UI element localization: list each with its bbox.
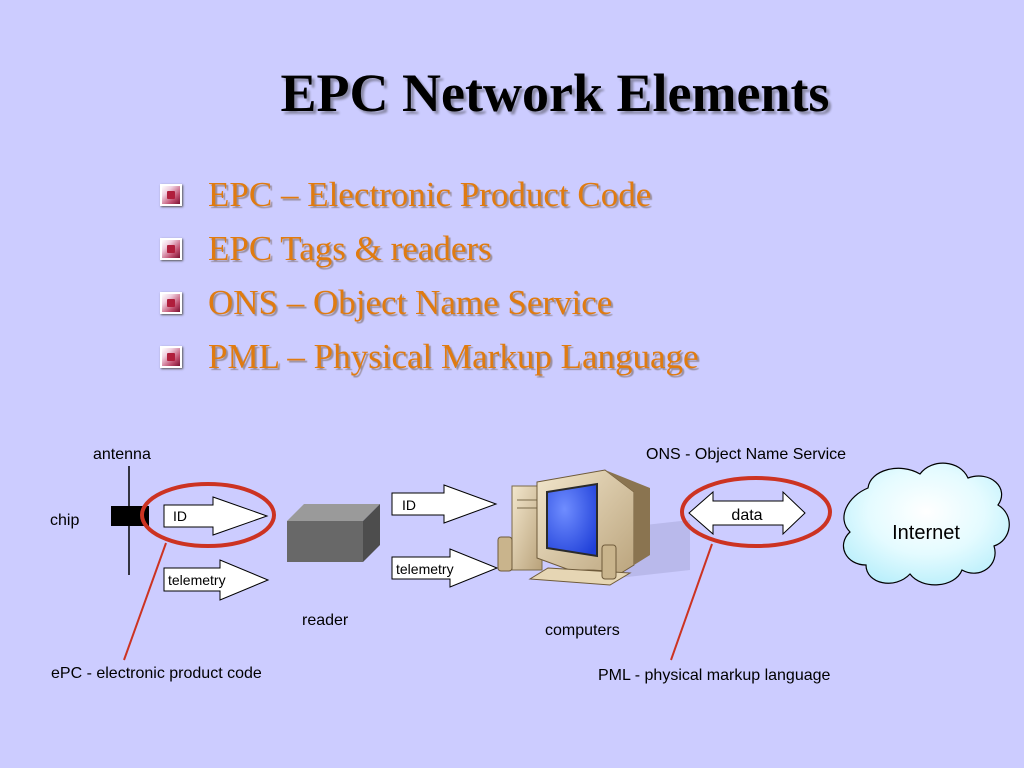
internet-label: Internet xyxy=(892,522,960,544)
square-bullet-icon xyxy=(160,292,182,314)
square-bullet-icon xyxy=(160,238,182,260)
pml-callout-text: PML - physical markup language xyxy=(598,667,831,684)
bullet-item: PML – Physical Markup Language xyxy=(160,330,699,384)
reader-telemetry-label: telemetry xyxy=(396,561,454,577)
data-double-arrow: data xyxy=(688,490,806,536)
bullet-item: EPC Tags & readers xyxy=(160,222,699,276)
square-bullet-icon xyxy=(160,184,182,206)
bullet-text: ONS – Object Name Service xyxy=(208,283,613,322)
reader-id-arrow: ID xyxy=(391,484,498,524)
chip-label: chip xyxy=(50,512,79,529)
slide-title: EPC Network Elements xyxy=(280,63,830,123)
bullet-text: EPC – Electronic Product Code xyxy=(208,175,652,214)
pml-callout-ring xyxy=(680,476,832,548)
tag-id-label: ID xyxy=(173,508,187,524)
chip-icon xyxy=(111,506,149,526)
epc-callout-line xyxy=(123,542,167,661)
bullet-item: EPC – Electronic Product Code xyxy=(160,168,699,222)
bullet-text: PML – Physical Markup Language xyxy=(208,337,699,376)
internet-cloud-icon xyxy=(843,462,1010,586)
rfid-tag xyxy=(111,466,149,575)
bullet-item: ONS – Object Name Service xyxy=(160,276,699,330)
square-bullet-icon xyxy=(160,346,182,368)
tag-telemetry-arrow: telemetry xyxy=(163,559,270,601)
tag-telemetry-label: telemetry xyxy=(168,572,226,588)
bullet-text: EPC Tags & readers xyxy=(208,229,492,268)
reader-label: reader xyxy=(302,612,349,629)
reader-id-label: ID xyxy=(402,497,416,513)
pml-callout-line xyxy=(670,543,713,661)
epc-callout-text: ePC - electronic product code xyxy=(51,665,262,682)
ons-label: ONS - Object Name Service xyxy=(646,446,846,463)
tag-id-arrow: ID xyxy=(163,496,269,536)
bullet-list: EPC – Electronic Product Code EPC Tags &… xyxy=(160,168,699,384)
reader-device-icon xyxy=(287,504,380,562)
antenna-label: antenna xyxy=(93,446,151,463)
data-label: data xyxy=(731,507,762,524)
computer-icon xyxy=(497,469,690,586)
computers-label: computers xyxy=(545,622,620,639)
epc-callout-ring xyxy=(140,482,276,548)
reader-telemetry-arrow: telemetry xyxy=(391,548,499,588)
